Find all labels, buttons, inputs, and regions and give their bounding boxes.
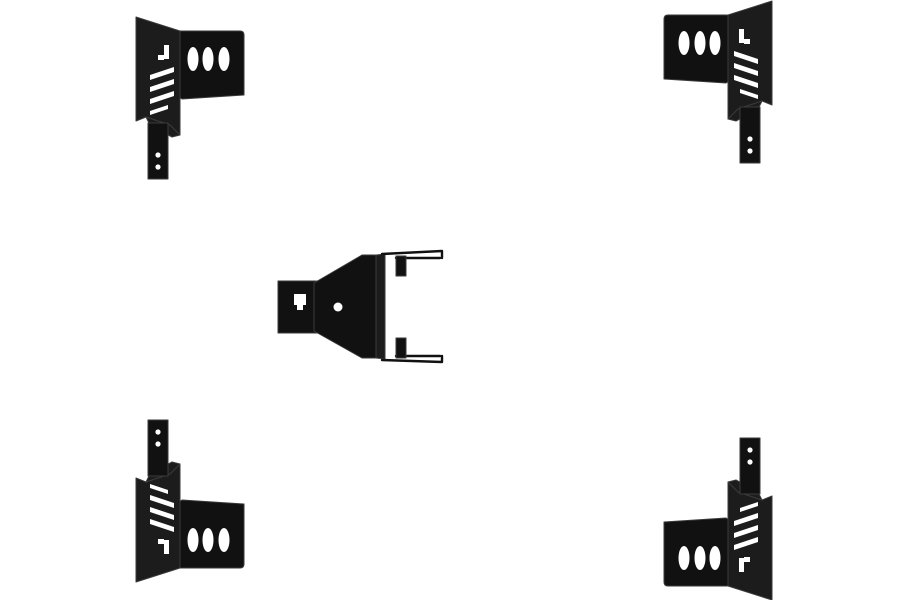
frame-bottom-arm bbox=[380, 354, 444, 364]
clip-top bbox=[395, 255, 407, 277]
frame-top-arm bbox=[380, 249, 444, 260]
clip-bottom bbox=[395, 337, 407, 359]
bracket-center bbox=[277, 249, 444, 364]
